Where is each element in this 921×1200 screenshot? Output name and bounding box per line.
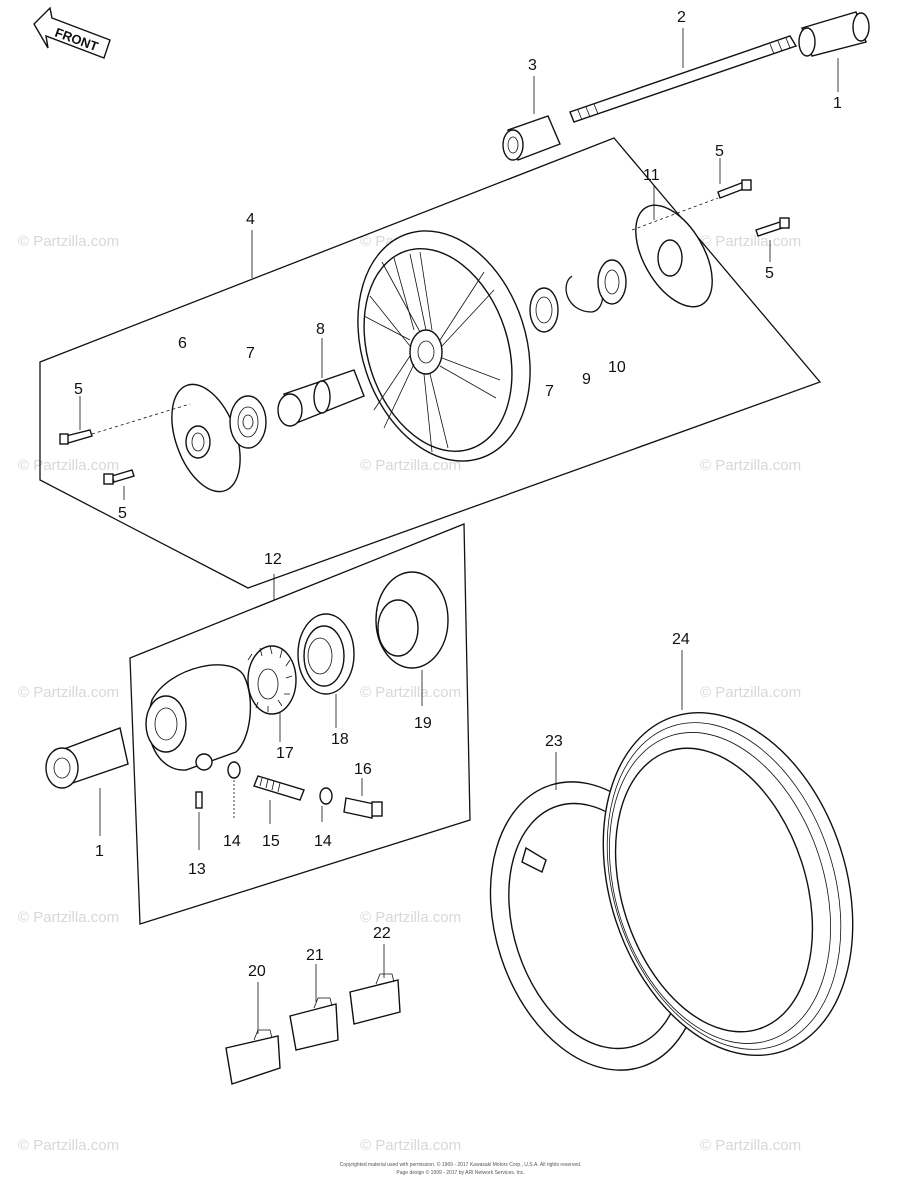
watermark: © Partzilla.com (18, 909, 119, 926)
callout-label: 17 (276, 745, 294, 762)
oil-seal-part (597, 259, 627, 305)
pin-part (195, 791, 203, 809)
pinion-part (253, 775, 305, 801)
watermark: © Partzilla.com (700, 233, 801, 250)
meter-gear-housing-part (145, 664, 252, 771)
copyright-line: Page design © 1999 - 2017 by ARI Network… (396, 1170, 525, 1176)
balance-weight-part (349, 973, 401, 1025)
callout-label: 21 (306, 947, 324, 964)
watermark: © Partzilla.com (360, 1137, 461, 1154)
watermark: © Partzilla.com (700, 457, 801, 474)
callout-label: 7 (545, 383, 554, 400)
right-bearing-part (529, 287, 559, 333)
callout-label: 19 (414, 715, 432, 732)
callout-label: 13 (188, 861, 206, 878)
bolt-part (717, 179, 752, 199)
cast-wheel-part (357, 230, 531, 462)
callout-label: 11 (643, 167, 660, 184)
callout-label: 6 (178, 335, 187, 352)
callout-label: 9 (582, 371, 591, 388)
callout-label: 1 (833, 95, 842, 112)
axle-part (569, 35, 798, 123)
callout-label: 5 (715, 143, 724, 160)
callout-label: 15 (262, 833, 280, 850)
watermark: © Partzilla.com (360, 684, 461, 701)
callout-label: 5 (118, 505, 127, 522)
callout-label: 7 (246, 345, 255, 362)
callout-label: 14 (314, 833, 332, 850)
callout-label: 16 (354, 761, 372, 778)
watermark: © Partzilla.com (700, 1137, 801, 1154)
balance-weight-part (225, 1029, 281, 1085)
callout-label: 23 (545, 733, 563, 750)
gear-retainer-plate-part (375, 571, 449, 669)
watermark: © Partzilla.com (700, 684, 801, 701)
bolt-part (103, 469, 135, 485)
callout-label: 12 (264, 551, 282, 568)
hub-assembly-frame (129, 523, 471, 925)
axle-nut-part (45, 727, 129, 789)
bolt-part (59, 429, 93, 445)
callout-label: 18 (331, 731, 349, 748)
spacer-part (502, 115, 561, 161)
callout-label: 22 (373, 925, 391, 942)
balance-weight-part (289, 997, 339, 1051)
callout-label: 8 (316, 321, 325, 338)
watermarks: © Partzilla.com © Partzilla.com © Partzi… (18, 233, 801, 1154)
bushing-part (343, 797, 383, 819)
right-hub-plate-part (635, 204, 713, 308)
left-bearing-part (229, 395, 267, 449)
callout-label: 1 (95, 843, 104, 860)
callout-label: 10 (608, 359, 626, 376)
copyright-line: Copyrighted material used with permissio… (339, 1162, 582, 1168)
wheel-assembly-frame (39, 137, 822, 589)
callout-label: 5 (765, 265, 774, 282)
front-arrow-icon: FRONT (33, 6, 111, 59)
watermark: © Partzilla.com (360, 457, 461, 474)
circlip-part (565, 275, 604, 313)
hub-spacer-part (277, 369, 365, 427)
collar-part (798, 11, 870, 57)
washer-part (227, 761, 333, 805)
watermark: © Partzilla.com (18, 233, 119, 250)
watermark: © Partzilla.com (18, 1137, 119, 1154)
callout-label: 3 (528, 57, 537, 74)
callout-label: 14 (223, 833, 241, 850)
bolt-part (755, 217, 790, 237)
callout-label: 5 (74, 381, 83, 398)
tire-part (602, 711, 854, 1057)
callout-label: 24 (672, 631, 690, 648)
callout-label: 4 (246, 211, 255, 228)
watermark: © Partzilla.com (18, 457, 119, 474)
hub-bearing-part (297, 613, 355, 695)
watermark: © Partzilla.com (360, 909, 461, 926)
callout-label: 20 (248, 963, 266, 980)
callout-label: 2 (677, 9, 686, 26)
callouts: 2 1 3 11 5 5 4 8 6 7 5 5 7 9 10 12 17 18… (74, 9, 842, 980)
drive-gear-part (247, 645, 297, 715)
watermark: © Partzilla.com (18, 684, 119, 701)
